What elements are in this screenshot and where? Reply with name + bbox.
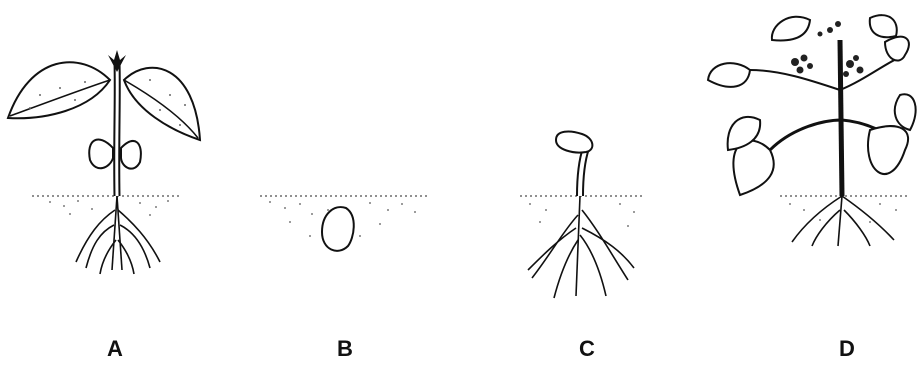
stage-c-label: C <box>567 336 607 362</box>
stage-a-panel <box>0 0 220 300</box>
stage-d-mature-plant-illustration <box>700 0 921 300</box>
stage-b-panel <box>250 0 440 300</box>
stage-d-label: D <box>827 336 867 362</box>
stage-c-germination-illustration <box>510 0 660 310</box>
stage-a-seedling-illustration <box>0 0 220 300</box>
stage-d-panel <box>700 0 921 300</box>
stage-b-label: B <box>325 336 365 362</box>
stage-c-panel <box>510 0 660 310</box>
stage-b-seed-illustration <box>250 0 440 300</box>
stage-a-label: A <box>95 336 135 362</box>
